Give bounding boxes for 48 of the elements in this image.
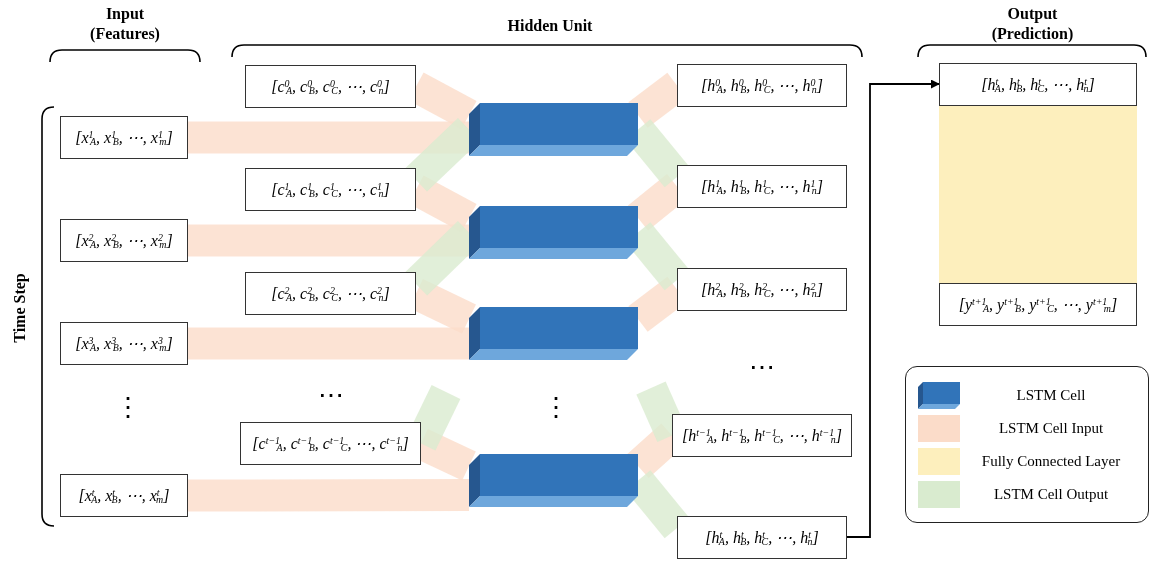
vector-expression: [h$^{t}$$_{A}$, h$^{t}$$_{B}$, h$^{t}$$_{C}$, ⋯, h$^{t}$$_{n}$]	[705, 529, 819, 546]
heading: Input (Features)	[89, 4, 161, 44]
vector-expression: [x$^{2}$$_{A}$, x$^{2}$$_{B}$, ⋯, x$^{2}$$_{m}$]	[75, 232, 173, 249]
vector-box	[245, 272, 416, 315]
ellipsis: ⋮	[543, 392, 563, 424]
vector-expression: [y$^{t+1}$$_{A}$, y$^{t+1}$$_{B}$, y$^{t+1}$$_{C}$, ⋯, y$^{t+1}$$_{m}$]	[958, 296, 1118, 313]
vector-expression: [c$^{0}$$_{A}$, c$^{0}$$_{B}$, c$^{0}$$_{C}$, ⋯, c$^{0}$$_{n}$]	[271, 78, 390, 95]
legend-label: LSTM Cell	[1015, 385, 1087, 405]
ellipsis: ⋯	[748, 352, 776, 384]
vector-expression: [h$^{1}$$_{A}$, h$^{1}$$_{B}$, h$^{1}$$_{C}$, ⋯, h$^{1}$$_{n}$]	[700, 178, 824, 195]
vector-box	[677, 165, 847, 208]
heading: Time Step	[10, 272, 30, 345]
connector-band	[187, 479, 470, 512]
vector-expression: [h$^{2}$$_{A}$, h$^{2}$$_{B}$, h$^{2}$$_{C}$, ⋯, h$^{2}$$_{n}$]	[700, 281, 824, 298]
vector-expression: [x$^{t}$$_{A}$, x$^{t}$$_{B}$, ⋯, x$^{t}$$_{m}$]	[78, 487, 170, 504]
vector-expression: [c$^{2}$$_{A}$, c$^{2}$$_{B}$, c$^{2}$$_{C}$, ⋯, c$^{2}$$_{n}$]	[271, 285, 390, 302]
connector-band	[188, 224, 469, 257]
vector-box	[677, 516, 847, 559]
vector-box	[672, 414, 852, 457]
ellipsis: ⋮	[115, 392, 135, 424]
ellipsis: ⋯	[317, 380, 345, 412]
vector-box	[677, 64, 847, 107]
vector-box	[245, 65, 416, 108]
legend-label: LSTM Cell Output	[992, 484, 1110, 504]
connector-band	[188, 327, 469, 360]
vector-box	[60, 219, 188, 262]
vector-expression: [x$^{1}$$_{A}$, x$^{1}$$_{B}$, ⋯, x$^{1}$$_{m}$]	[75, 129, 173, 146]
vector-box	[60, 474, 188, 517]
vector-expression: [h$^{t}$$_{A}$, h$^{t}$$_{B}$, h$^{t}$$_{C}$, ⋯, h$^{t}$$_{n}$]	[981, 76, 1095, 93]
legend-label: Fully Connected Layer	[980, 451, 1122, 471]
vector-box	[60, 322, 188, 365]
vector-expression: [h$^{0}$$_{A}$, h$^{0}$$_{B}$, h$^{0}$$_{C}$, ⋯, h$^{0}$$_{n}$]	[700, 77, 824, 94]
arrow	[846, 79, 940, 538]
vector-expression: [h$^{t−1}$$_{A}$, h$^{t−1}$$_{B}$, h$^{t−1}$$_{C}$, ⋯, h$^{t−1}$$_{n}$]	[682, 427, 842, 444]
vector-box	[240, 422, 421, 465]
vector-box	[677, 268, 847, 311]
legend-label: LSTM Cell Input	[997, 418, 1105, 438]
vector-expression: [c$^{t−1}$$_{A}$, c$^{t−1}$$_{B}$, c$^{t−1}$$_{C}$, ⋯, c$^{t−1}$$_{n}$]	[252, 435, 409, 452]
vector-box	[245, 168, 416, 211]
heading: Output (Prediction)	[990, 4, 1075, 44]
fully-connected-layer	[939, 106, 1137, 283]
heading: Hidden Unit	[506, 16, 594, 36]
vector-expression: [c$^{1}$$_{A}$, c$^{1}$$_{B}$, c$^{1}$$_{C}$, ⋯, c$^{1}$$_{n}$]	[271, 181, 390, 198]
vector-box	[60, 116, 188, 159]
connector-band	[188, 121, 469, 154]
vector-box	[939, 283, 1137, 326]
vector-box	[939, 63, 1137, 106]
vector-expression: [x$^{3}$$_{A}$, x$^{3}$$_{B}$, ⋯, x$^{3}$$_{m}$]	[75, 335, 173, 352]
